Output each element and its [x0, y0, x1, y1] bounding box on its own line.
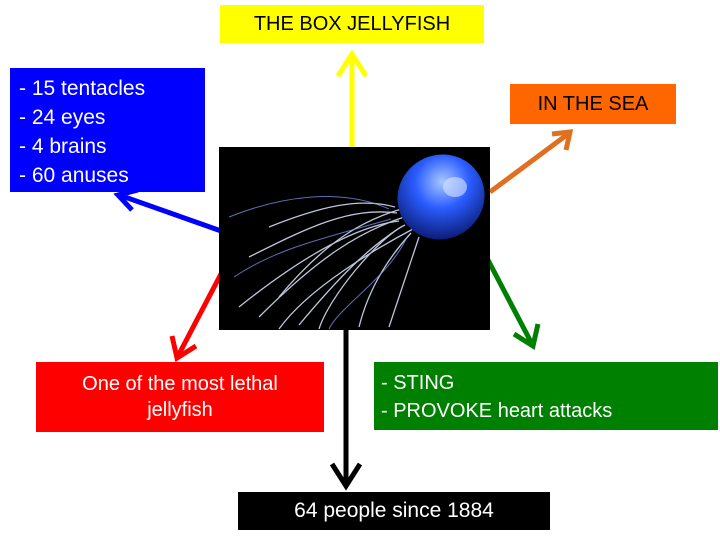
effect-item: - STING — [381, 372, 455, 394]
arrow-to-facts — [113, 187, 225, 235]
arrow-to-title — [335, 49, 369, 148]
habitat-text: IN THE SEA — [537, 92, 649, 115]
arrow-to-lethal — [169, 270, 225, 363]
title-box: THE BOX JELLYFISH — [220, 5, 484, 43]
jellyfish-illustration — [219, 147, 490, 330]
deaths-text: 64 people since 1884 — [294, 499, 494, 522]
lethal-box: One of the most lethal jellyfish — [36, 362, 324, 432]
fact-item: - 60 anuses — [19, 164, 129, 187]
fact-item: - 24 eyes — [19, 106, 106, 129]
deaths-box: 64 people since 1884 — [238, 492, 550, 530]
fact-item: - 4 brains — [19, 135, 107, 158]
jellyfish-photo — [219, 147, 490, 330]
fact-item: - 15 tentacles — [19, 77, 146, 100]
lethal-line-2: jellyfish — [147, 399, 213, 421]
lethal-line-1: One of the most lethal — [82, 373, 278, 395]
effect-item: - PROVOKE heart attacks — [381, 400, 613, 422]
arrow-to-deaths — [329, 330, 363, 491]
effects-box: - STING - PROVOKE heart attacks — [374, 362, 718, 430]
habitat-box: IN THE SEA — [510, 84, 676, 124]
arrow-to-effects — [485, 258, 541, 351]
facts-box: - 15 tentacles - 24 eyes - 4 brains - 60… — [10, 68, 205, 192]
title-text: THE BOX JELLYFISH — [253, 12, 451, 35]
arrow-to-habitat — [488, 129, 574, 195]
